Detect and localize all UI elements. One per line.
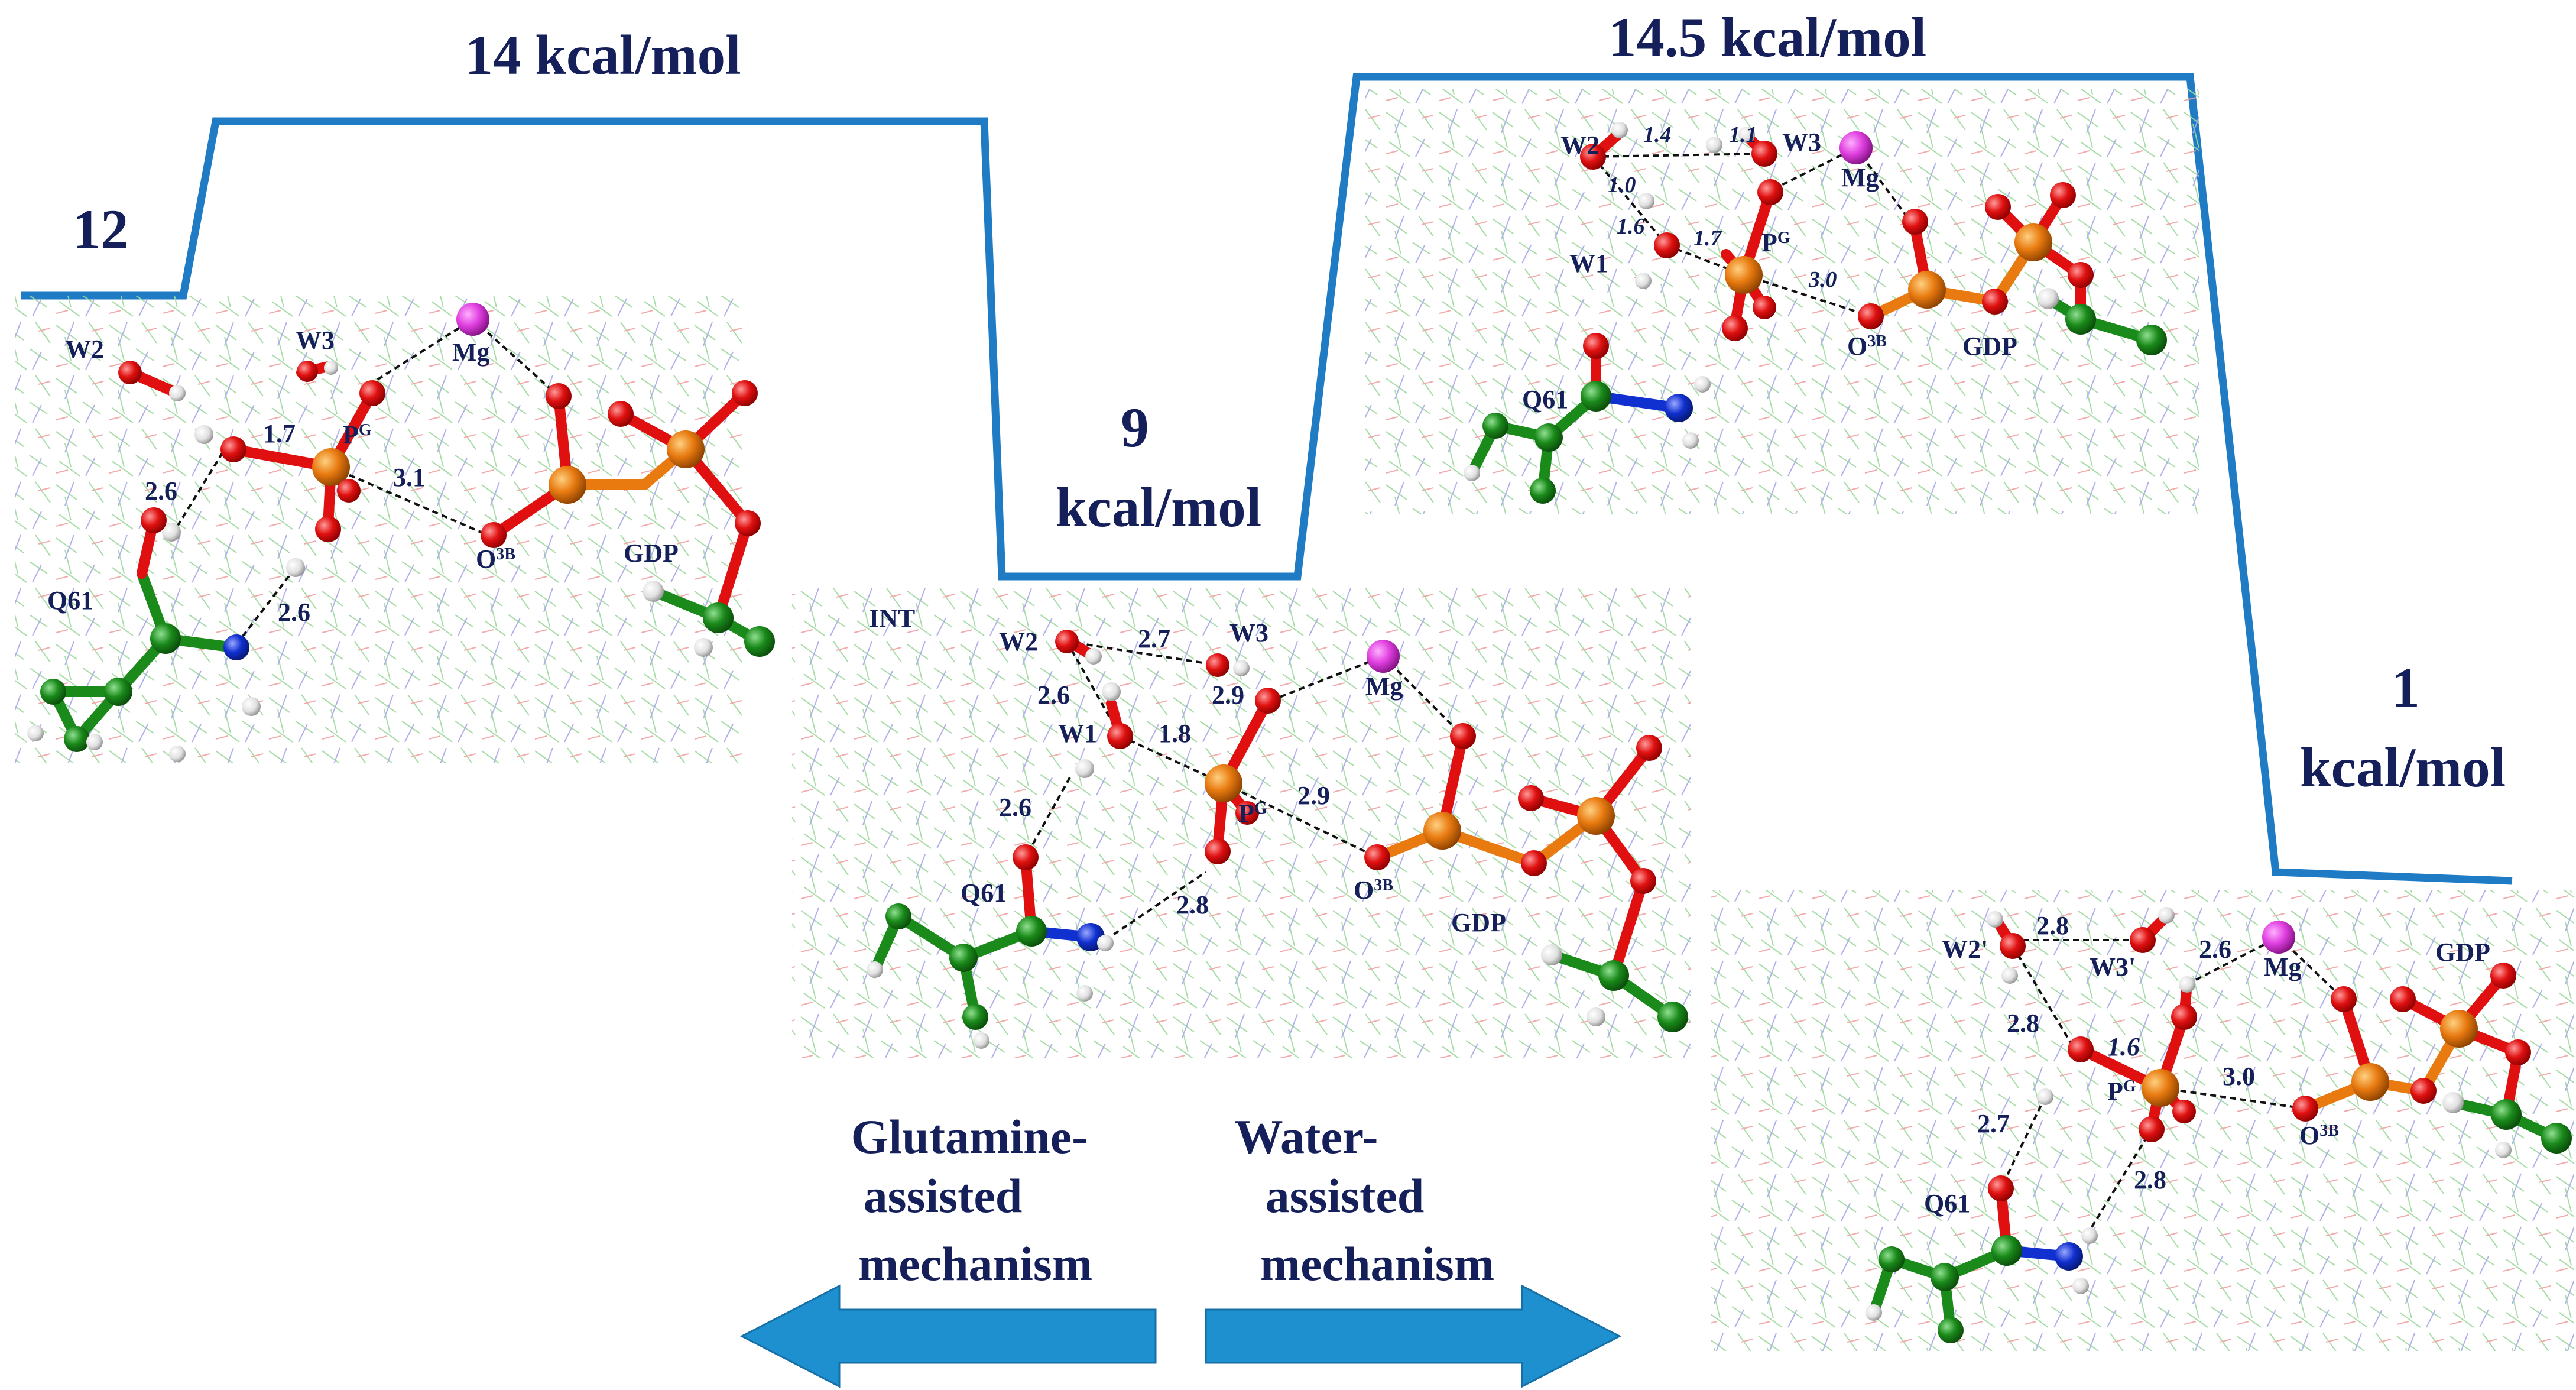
- int-dist-5: 2.9: [1297, 781, 1330, 810]
- int-label-gdp: GDP: [1451, 908, 1506, 937]
- reactant-label-w3: W3: [296, 326, 335, 355]
- reactant-label-mg: Mg: [452, 338, 490, 367]
- product-label-pg: PG: [2107, 1077, 2136, 1106]
- product-dist-1: 2.8: [2036, 911, 2069, 940]
- product-label-mg: Mg: [2264, 952, 2302, 981]
- int-label-mg: Mg: [1365, 672, 1403, 701]
- product-label-o3b: O3B: [2299, 1121, 2339, 1150]
- ts-label-w3: W3: [1782, 128, 1821, 157]
- reactant-dist-4: 2.6: [278, 598, 310, 627]
- arrow-left-icon: [739, 1284, 1157, 1388]
- reactant-label-pg: PG: [343, 420, 372, 449]
- int-label-pg: PG: [1238, 799, 1267, 828]
- panel-ts-right: W2 W3 W1 Mg PG O3B GDP Q61 1.4 1.1 1.0 1…: [1365, 89, 2199, 514]
- ts-label-mg: Mg: [1841, 163, 1879, 192]
- product-label-w3p: W3': [2090, 952, 2136, 981]
- energy-profile-line: [21, 73, 2513, 885]
- product-dist-3: 2.8: [2007, 1009, 2039, 1038]
- mechanism-right-line2: assisted: [1266, 1169, 1425, 1223]
- ts-dist-2: 1.1: [1729, 122, 1757, 147]
- product-dist-6: 2.7: [1977, 1109, 2010, 1138]
- int-label-w1: W1: [1058, 719, 1097, 748]
- product-dist-4: 1.6: [2107, 1032, 2140, 1061]
- int-label-q61: Q61: [961, 879, 1007, 908]
- reactant-label-q61: Q61: [47, 586, 93, 615]
- ts-label-w2: W2: [1560, 131, 1600, 160]
- ts-label-pg: PG: [1761, 228, 1790, 257]
- ts-label-gdp: GDP: [1962, 332, 2017, 361]
- ts-label-o3b: O3B: [1847, 332, 1887, 361]
- mechanism-left-line3: mechanism: [858, 1237, 1092, 1291]
- reactant-label-w2: W2: [65, 335, 104, 364]
- panel-intermediate: INT W2 W3 W1 Mg PG O3B GDP Q61 2.7 2.6 2…: [792, 585, 1691, 1058]
- ts-label-w1: W1: [1569, 249, 1608, 278]
- mechanism-right-line3: mechanism: [1260, 1237, 1494, 1291]
- int-label-int: INT: [869, 604, 915, 633]
- int-dist-4: 1.8: [1159, 719, 1191, 748]
- mechanism-right-line1: Water-: [1235, 1110, 1378, 1164]
- ts-dist-6: 3.0: [1808, 267, 1837, 292]
- energy-product-unit: kcal/mol: [2300, 736, 2506, 799]
- product-dist-2: 2.6: [2199, 935, 2231, 964]
- int-label-w2: W2: [999, 627, 1038, 656]
- ts-dist-3: 1.0: [1608, 173, 1636, 197]
- int-label-o3b: O3B: [1354, 876, 1393, 905]
- panel-product: W2' W3' Mg GDP PG O3B Q61 2.8 2.6 2.8 1.…: [1711, 890, 2574, 1351]
- int-dist-6: 2.6: [999, 793, 1031, 822]
- energy-product-value: 1: [2392, 656, 2420, 719]
- panel-reactant: W2 W3 Mg PG O3B GDP Q61 1.7 2.6 3.1 2.6: [15, 296, 775, 763]
- reactant-dist-2: 2.6: [145, 477, 177, 506]
- product-dist-5: 3.0: [2223, 1062, 2255, 1091]
- ts-dist-1: 1.4: [1643, 122, 1672, 147]
- mechanism-left-line1: Glutamine-: [851, 1110, 1088, 1164]
- energy-intermediate-value: 9: [1121, 396, 1149, 459]
- energy-ts-right: 14.5 kcal/mol: [1608, 6, 1926, 69]
- energy-ts-left: 14 kcal/mol: [465, 24, 741, 86]
- int-label-w3: W3: [1229, 618, 1268, 647]
- int-dist-1: 2.7: [1138, 624, 1170, 653]
- arrow-right-icon: [1205, 1284, 1622, 1388]
- mechanism-left-line2: assisted: [864, 1169, 1023, 1223]
- reactant-dist-1: 1.7: [263, 419, 296, 448]
- reactant-label-o3b: O3B: [476, 545, 515, 574]
- ts-dist-5: 1.7: [1693, 226, 1723, 251]
- energy-intermediate-unit: kcal/mol: [1056, 476, 1261, 539]
- reactant-label-gdp: GDP: [624, 539, 679, 568]
- product-label-gdp: GDP: [2435, 938, 2490, 967]
- int-dist-3: 2.9: [1212, 681, 1244, 709]
- reactant-dist-3: 3.1: [393, 463, 426, 492]
- product-dist-7: 2.8: [2134, 1165, 2166, 1194]
- product-label-q61: Q61: [1924, 1189, 1970, 1218]
- ts-label-q61: Q61: [1522, 385, 1568, 414]
- product-label-w2p: W2': [1942, 935, 1988, 964]
- int-dist-7: 2.8: [1176, 890, 1209, 919]
- int-dist-2: 2.6: [1037, 681, 1070, 709]
- energy-reactant: 12: [73, 198, 129, 261]
- ts-dist-4: 1.6: [1617, 214, 1645, 239]
